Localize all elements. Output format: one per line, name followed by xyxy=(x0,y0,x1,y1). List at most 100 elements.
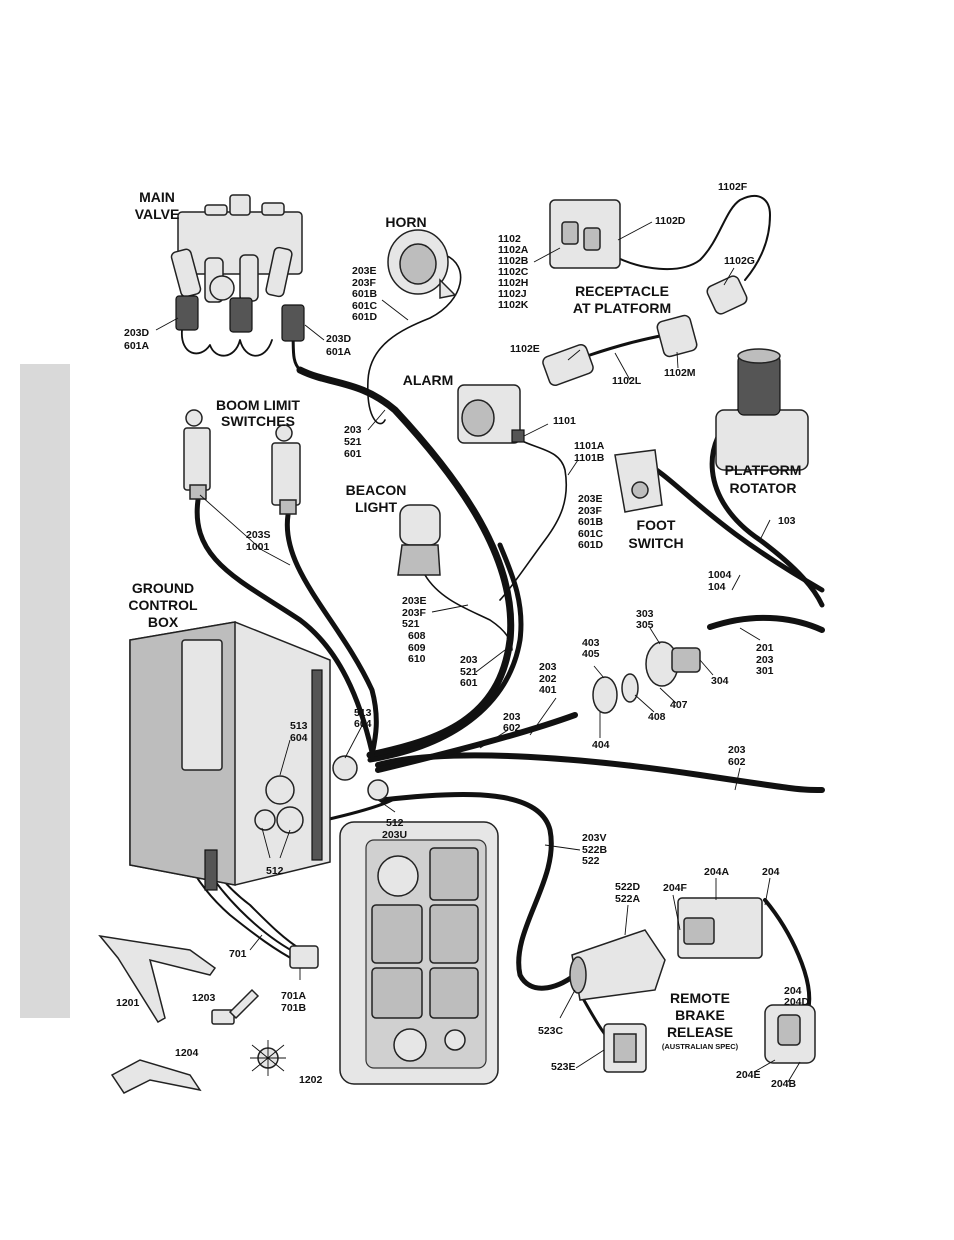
pn-203: 203 xyxy=(728,744,746,756)
pn-204f: 204F xyxy=(663,882,688,894)
boom-limit-switch-1 xyxy=(183,409,211,500)
cable-203v xyxy=(379,791,578,991)
cable-main-right xyxy=(375,752,825,793)
brake-relay-204a xyxy=(677,897,763,959)
label-boom-limit-1: BOOM LIMIT xyxy=(216,397,300,413)
label-remote-brake-3: RELEASE xyxy=(667,1024,733,1040)
pn-602: 602 xyxy=(728,756,746,768)
pn-203d: 203D xyxy=(124,327,150,339)
cable-boom-limit-1 xyxy=(194,497,375,755)
pn-601b: 601B xyxy=(352,288,378,300)
pn-601a: 601A xyxy=(326,346,352,358)
pn-601: 601 xyxy=(460,677,478,689)
pn-1102f: 1102F xyxy=(718,181,748,193)
pn-203f: 203F xyxy=(352,277,377,289)
crimp-tool-1201 xyxy=(98,934,217,1024)
cable-alarm xyxy=(499,439,568,601)
label-remote-brake-1: REMOTE xyxy=(670,990,730,1006)
label-australian-spec: (AUSTRALIAN SPEC) xyxy=(662,1042,739,1051)
label-receptacle-2: AT PLATFORM xyxy=(573,300,671,316)
pn-1201: 1201 xyxy=(116,997,140,1009)
pn-601d: 601D xyxy=(578,539,604,551)
pn-512: 512 xyxy=(266,865,284,877)
pn-407: 407 xyxy=(670,699,688,711)
label-boom-limit-2: SWITCHES xyxy=(221,413,295,429)
pn-1102c: 1102C xyxy=(498,266,529,278)
side-tab xyxy=(20,364,70,1018)
pn-601: 601 xyxy=(344,448,362,460)
callout-labels: MAIN VALVE HORN RECEPTACLE AT PLATFORM A… xyxy=(128,189,801,1051)
ground-control-box xyxy=(129,621,331,891)
cable-horn xyxy=(367,254,462,425)
cable-valve-loops xyxy=(181,329,273,357)
pn-204d: 204D xyxy=(784,996,810,1008)
label-foot-switch-1: FOOT xyxy=(637,517,676,533)
pn-202: 202 xyxy=(539,673,557,685)
pn-104: 104 xyxy=(708,581,726,593)
brake-plug-523e xyxy=(603,1023,647,1073)
pn-522d: 522D xyxy=(615,881,641,893)
plug-1102e xyxy=(542,343,594,387)
pn-601c: 601C xyxy=(352,300,378,312)
label-receptacle-1: RECEPTACLE xyxy=(575,283,669,299)
cable-to-connector xyxy=(375,712,578,773)
pn-204a: 204A xyxy=(704,866,730,878)
brake-plug-204e xyxy=(764,1004,816,1064)
pn-610: 610 xyxy=(408,653,426,665)
pn-405: 405 xyxy=(582,648,600,660)
pn-401: 401 xyxy=(539,684,557,696)
pn-701a: 701A xyxy=(281,990,307,1002)
brake-release-box xyxy=(569,929,666,1001)
pn-1102j: 1102J xyxy=(498,288,527,300)
pn-203e: 203E xyxy=(352,265,377,277)
pn-204e: 204E xyxy=(736,1069,761,1081)
pin-tool-1203 xyxy=(211,988,260,1025)
pn-521: 521 xyxy=(344,436,362,448)
pn-1102: 1102 xyxy=(498,233,521,245)
pn-601d: 601D xyxy=(352,311,378,323)
pn-1102a: 1102A xyxy=(498,244,529,256)
label-alarm: ALARM xyxy=(403,372,454,388)
pn-701: 701 xyxy=(229,948,247,960)
pn-521: 521 xyxy=(460,666,478,678)
pn-1101: 1101 xyxy=(553,415,576,427)
pn-512: 512 xyxy=(386,817,404,829)
pn-1102m: 1102M xyxy=(664,367,696,379)
pn-404: 404 xyxy=(592,739,610,751)
part-number-labels: 203D 601A 203D 601A 203E 203F 601B 601C … xyxy=(116,181,810,1090)
cable-boom-limit-2 xyxy=(284,512,379,758)
pn-602: 602 xyxy=(503,722,521,734)
pn-203v: 203V xyxy=(582,832,607,844)
pn-604: 604 xyxy=(354,718,372,730)
plug-1102g xyxy=(706,275,748,315)
pn-1102e: 1102E xyxy=(510,343,540,355)
label-platform-rotator-1: PLATFORM xyxy=(725,462,802,478)
label-ground-control-3: BOX xyxy=(148,614,179,630)
label-main-valve-1: MAIN xyxy=(139,189,175,205)
pn-203e: 203E xyxy=(578,493,603,505)
pn-203s: 203S xyxy=(246,529,271,541)
cable-beacon-lead xyxy=(424,574,513,651)
main-valve xyxy=(170,194,305,342)
label-horn: HORN xyxy=(385,214,426,230)
plug-1102m xyxy=(656,314,698,358)
cable-512 xyxy=(323,798,394,822)
label-ground-control-1: GROUND xyxy=(132,580,194,596)
pn-203: 203 xyxy=(503,711,521,723)
pn-301: 301 xyxy=(756,665,774,677)
pn-408: 408 xyxy=(648,711,666,723)
label-main-valve-2: VALVE xyxy=(135,206,180,222)
pn-1101a: 1101A xyxy=(574,440,605,452)
cable-main-up xyxy=(296,366,515,759)
pn-1101b: 1101B xyxy=(574,452,605,464)
extraction-tool-1202 xyxy=(250,1040,286,1076)
pn-204: 204 xyxy=(762,866,780,878)
pn-203e: 203E xyxy=(402,595,427,607)
pn-204b: 204B xyxy=(771,1078,797,1090)
pn-303: 303 xyxy=(636,608,654,620)
pn-1102l: 1102L xyxy=(612,375,642,387)
label-ground-control-2: CONTROL xyxy=(128,597,198,613)
cable-201 xyxy=(707,614,825,633)
